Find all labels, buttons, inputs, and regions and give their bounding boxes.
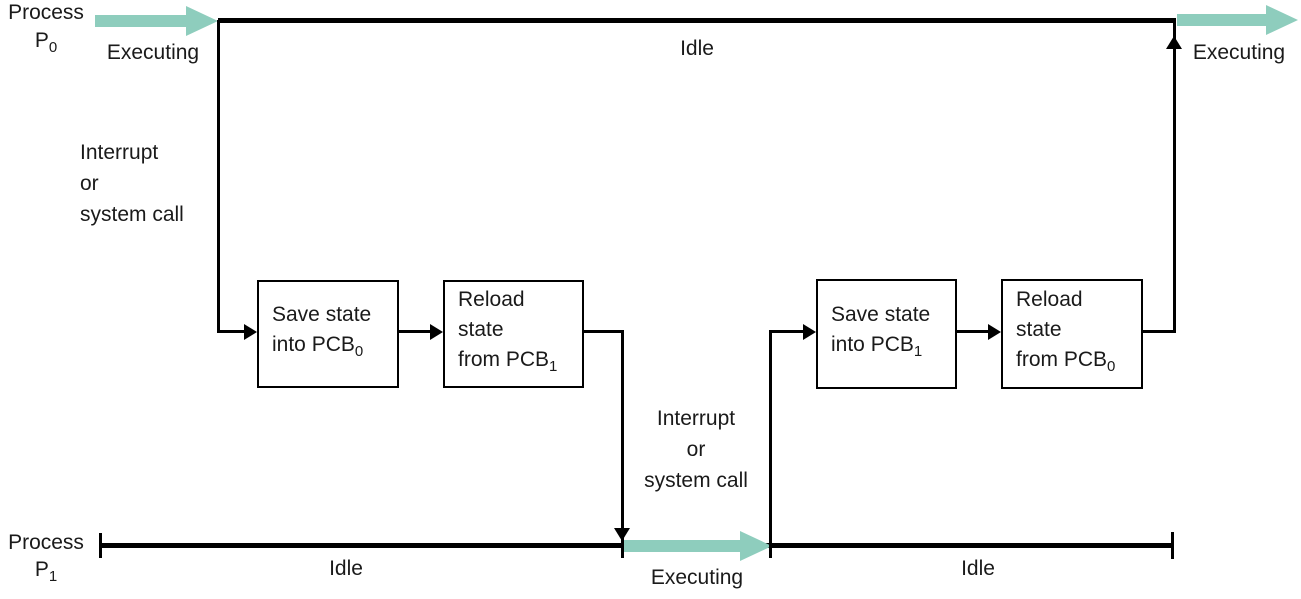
interrupt-label-middle: Interrupt or system call	[644, 407, 748, 492]
arrowhead-into-save0	[244, 324, 257, 340]
arrowhead-into-save1	[803, 324, 816, 340]
box-save-state-pcb1: Save state into PCB1	[816, 279, 957, 389]
box-save-state-pcb0: Save state into PCB0	[257, 280, 399, 388]
connector-save1-reload0	[957, 330, 989, 333]
process-p0-name: Process	[8, 1, 84, 24]
process-p1-name: Process	[8, 531, 84, 554]
connector-p0-down	[217, 20, 220, 332]
label-executing-p0-end: Executing	[1192, 41, 1286, 64]
connector-reload0-right	[1143, 330, 1176, 333]
connector-into-save0	[217, 330, 246, 333]
connector-save0-reload1	[399, 330, 431, 333]
connector-p1-up	[769, 330, 772, 558]
arrowhead-down-to-p1	[614, 528, 630, 541]
p1-timeline-end-tick	[1171, 532, 1174, 559]
process-p1-symbol: P1	[34, 558, 58, 586]
process-p1-subscript: 1	[48, 568, 58, 586]
process-p0-symbol: P0	[34, 29, 58, 57]
label-executing-p0-start: Executing	[106, 41, 200, 64]
label-idle-p0: Idle	[680, 37, 714, 60]
box-reload-state-pcb1: Reload state from PCB1	[443, 280, 584, 388]
arrowhead-up-to-p0	[1166, 36, 1182, 49]
label-executing-p1: Executing	[650, 566, 744, 589]
arrowhead-save0-reload1	[430, 324, 443, 340]
executing-arrow-p1	[624, 531, 772, 561]
box-reload-state-pcb0: Reload state from PCB0	[1001, 279, 1143, 389]
connector-reload1-right	[584, 330, 624, 333]
executing-arrow-p0-end	[1177, 5, 1298, 35]
label-idle-p1-left: Idle	[329, 557, 363, 580]
process-p0-subscript: 0	[48, 39, 58, 57]
p0-timeline	[218, 18, 1176, 23]
arrowhead-save1-reload0	[988, 324, 1001, 340]
executing-arrow-p0-start	[95, 6, 218, 36]
interrupt-label-left: Interrupt or system call	[80, 141, 184, 226]
connector-up-to-p0	[1173, 22, 1176, 333]
label-idle-p1-right: Idle	[961, 557, 995, 580]
connector-down-to-p1	[621, 330, 624, 558]
p1-timeline-start-tick	[99, 533, 102, 558]
connector-into-save1	[769, 330, 804, 333]
